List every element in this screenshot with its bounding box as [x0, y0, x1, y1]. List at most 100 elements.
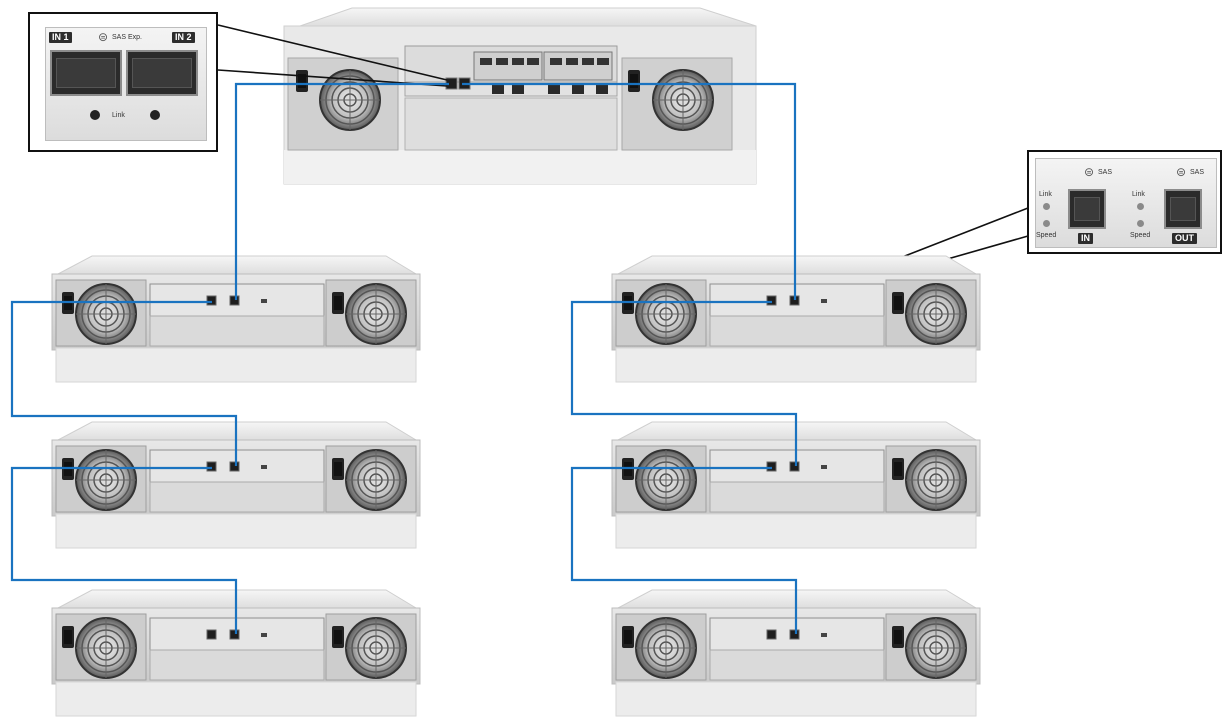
fan-icon: [635, 617, 697, 679]
jbod-lower-bay: [149, 481, 325, 513]
link-label: Link: [112, 112, 125, 119]
fan-icon: [345, 617, 407, 679]
jbod-lower-bay: [709, 481, 885, 513]
jbod-lower-bay: [149, 315, 325, 347]
host-ports: [480, 58, 609, 65]
jbod-bottom: [615, 513, 977, 549]
head-lan-strip: [404, 81, 618, 97]
jbod-sas-in-port[interactable]: [206, 629, 217, 640]
sas-label-out: SAS: [1190, 169, 1205, 176]
in-port-icon[interactable]: [1068, 189, 1106, 229]
in2-label: IN 2: [172, 32, 195, 43]
fan-icon: [905, 449, 967, 511]
jbod-left-2: [51, 421, 421, 549]
jbod-service-port: [821, 465, 827, 469]
power-socket-icon: [332, 292, 344, 314]
jbod-bottom: [55, 513, 417, 549]
head-sas-panel: IN 1 ⊜ SAS Exp. IN 2 Link: [45, 27, 207, 141]
in2-port-icon[interactable]: [126, 50, 198, 96]
jbod-sas-panel: ⊜ SAS ⊜ SAS Link Speed IN Link Speed OUT: [1035, 158, 1217, 248]
jbod-bottom: [615, 681, 977, 717]
fan-icon: [635, 449, 697, 511]
power-socket-icon: [892, 292, 904, 314]
cable-head-to-left-jbod1: [234, 82, 449, 300]
jbod-bottom: [55, 681, 417, 717]
out-label: OUT: [1172, 233, 1197, 244]
in-link-label: Link: [1039, 191, 1052, 198]
jbod-sas-in-port[interactable]: [206, 295, 217, 306]
in-speed-label: Speed: [1036, 232, 1057, 239]
cable-right-jbod2-to-jbod3: [570, 466, 798, 634]
head-psu-left: [287, 57, 399, 151]
head-unit-bottom: [284, 150, 756, 184]
head-controller-unit: [283, 7, 757, 185]
jbod-lower-bay: [709, 315, 885, 347]
out-link-led: [1137, 203, 1144, 210]
in-link-led: [1043, 203, 1050, 210]
sas-cables: [10, 82, 798, 634]
jbod-right-3: [611, 589, 981, 717]
jbod-sas-in-port[interactable]: [766, 629, 777, 640]
sas-icon: ⊜: [98, 30, 109, 44]
in2-link-led: [150, 110, 160, 120]
power-socket-icon: [62, 626, 74, 648]
power-socket-icon: [622, 626, 634, 648]
jbod-sas-callout: ⊜ SAS ⊜ SAS Link Speed IN Link Speed OUT: [1027, 150, 1222, 254]
out-port-icon[interactable]: [1164, 189, 1202, 229]
fan-icon: [75, 283, 137, 345]
in-label: IN: [1078, 233, 1093, 244]
head-sas-callout: IN 1 ⊜ SAS Exp. IN 2 Link: [28, 12, 218, 152]
fan-icon: [652, 69, 714, 131]
in1-link-led: [90, 110, 100, 120]
power-socket-icon: [892, 626, 904, 648]
fan-icon: [75, 617, 137, 679]
sas-icon: ⊜: [1176, 165, 1187, 179]
cable-left-jbod2-to-jbod3: [10, 466, 238, 634]
jbod-service-port: [821, 299, 827, 303]
power-socket-icon: [332, 458, 344, 480]
jbod-sas-in-port[interactable]: [206, 461, 217, 472]
head-unit-top: [299, 7, 757, 27]
jbod-service-port: [261, 633, 267, 637]
jbod-top: [617, 255, 978, 275]
jbod-sas-in-port[interactable]: [766, 295, 777, 306]
jbod-sas-out-port[interactable]: [229, 295, 240, 306]
sas-icon: ⊜: [1084, 165, 1095, 179]
jbod-bottom: [55, 347, 417, 383]
fan-icon: [905, 283, 967, 345]
out-speed-led: [1137, 220, 1144, 227]
in-speed-led: [1043, 220, 1050, 227]
jbod-sas-out-port[interactable]: [229, 461, 240, 472]
head-lower-bay: [404, 97, 618, 151]
host-port-group-1: [473, 51, 543, 81]
jbod-enclosures: [51, 255, 981, 717]
jbod-bottom: [615, 347, 977, 383]
fan-icon: [905, 617, 967, 679]
head-psu-right: [621, 57, 733, 151]
in1-port-icon[interactable]: [50, 50, 122, 96]
sas-label-in: SAS: [1098, 169, 1113, 176]
out-link-label: Link: [1132, 191, 1145, 198]
cable-left-jbod1-to-jbod2: [10, 300, 238, 466]
cable-right-jbod1-to-jbod2: [570, 300, 798, 466]
fan-icon: [75, 449, 137, 511]
jbod-sas-in-port[interactable]: [766, 461, 777, 472]
jbod-service-port: [261, 299, 267, 303]
jbod-right-2: [611, 421, 981, 549]
jbod-lower-bay: [149, 649, 325, 681]
lan-ports: [492, 84, 608, 94]
power-socket-icon: [332, 626, 344, 648]
power-socket-icon: [892, 458, 904, 480]
host-port-group-2: [543, 51, 613, 81]
jbod-service-port: [261, 465, 267, 469]
jbod-service-port: [821, 633, 827, 637]
jbod-sas-out-port[interactable]: [789, 629, 800, 640]
jbod-lower-bay: [709, 649, 885, 681]
jbod-sas-out-port[interactable]: [789, 461, 800, 472]
fan-icon: [635, 283, 697, 345]
cable-head-to-right-jbod1: [462, 82, 797, 300]
fan-icon: [345, 449, 407, 511]
jbod-sas-out-port[interactable]: [229, 629, 240, 640]
in1-label: IN 1: [49, 32, 72, 43]
